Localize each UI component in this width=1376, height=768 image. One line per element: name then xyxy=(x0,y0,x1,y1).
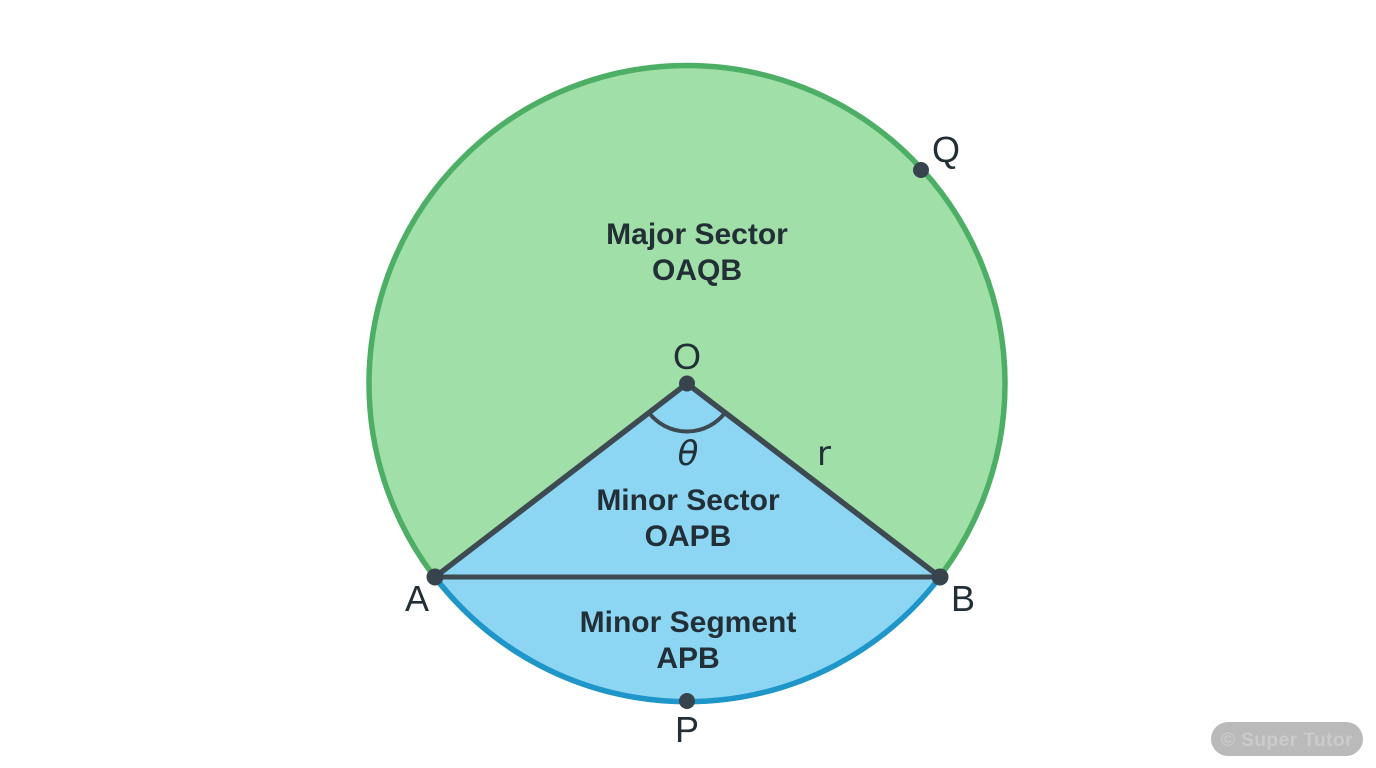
point-q-dot xyxy=(913,162,929,178)
theta-label: θ xyxy=(678,434,699,474)
point-a-label: A xyxy=(405,578,429,619)
minor-segment-label-line2: APB xyxy=(656,642,719,675)
major-sector-label-line1: Major Sector xyxy=(606,218,788,251)
minor-sector-label-line2: OAPB xyxy=(645,520,732,553)
radius-label: r xyxy=(817,434,831,474)
watermark-text: © Super Tutor xyxy=(1221,730,1353,751)
point-p-dot xyxy=(679,693,695,709)
radius-ob-line xyxy=(684,380,943,580)
minor-sector-label-line1: Minor Sector xyxy=(596,484,780,517)
radius-oa-line xyxy=(432,380,690,580)
minor-sector-shape xyxy=(435,383,940,702)
watermark-pill xyxy=(1211,722,1363,756)
point-p-label: P xyxy=(675,709,699,750)
point-o-dot xyxy=(679,375,695,392)
point-o-label: O xyxy=(673,336,701,377)
theta-angle-arc xyxy=(646,410,728,434)
point-b-dot xyxy=(931,568,949,586)
point-a-dot xyxy=(426,568,444,586)
point-b-label: B xyxy=(951,578,975,619)
watermark: © Super Tutor xyxy=(1211,722,1363,756)
minor-segment-label-line1: Minor Segment xyxy=(580,606,797,639)
point-q-label: Q xyxy=(932,129,960,170)
major-sector-label-line2: OAQB xyxy=(652,254,742,287)
